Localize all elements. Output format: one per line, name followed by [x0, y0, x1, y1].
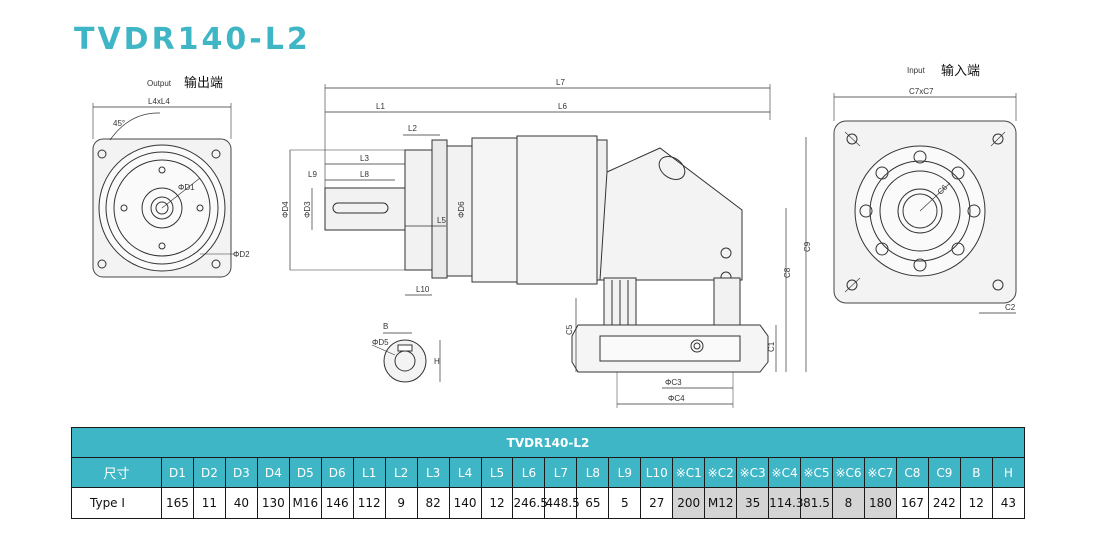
value-cell: 12 — [480, 487, 514, 519]
technical-drawing: Output 输出端 Input 输入端 L4xL4 45° ΦD1 ΦD2 L… — [92, 63, 1017, 408]
header-cell: D6 — [320, 457, 354, 488]
dim-l7: L7 — [556, 78, 565, 87]
dim-c9: C9 — [803, 241, 812, 252]
value-cell: 82 — [416, 487, 450, 519]
header-cell: ※C4 — [768, 457, 802, 488]
header-cell: L1 — [352, 457, 386, 488]
header-cell: D2 — [192, 457, 226, 488]
dim-d6: ΦD6 — [457, 201, 466, 218]
input-label-en: Input — [907, 66, 926, 75]
header-cell: ※C6 — [832, 457, 865, 488]
spec-table-title-row: TVDR140-L2 — [71, 427, 1025, 458]
dim-l2: L2 — [408, 124, 417, 133]
dim-b: B — [383, 322, 388, 331]
dim-l5: L5 — [437, 216, 446, 225]
header-cell: L4 — [448, 457, 482, 488]
value-cell: 11 — [192, 487, 226, 519]
value-cell: 140 — [448, 487, 482, 519]
value-cell: 27 — [640, 487, 674, 519]
header-cell: H — [991, 457, 1026, 488]
value-cell: 9 — [384, 487, 418, 519]
dim-l8: L8 — [360, 170, 369, 179]
dim-c3: ΦC3 — [665, 378, 682, 387]
value-cell: 165 — [161, 487, 194, 519]
header-cell: ※C3 — [736, 457, 770, 488]
header-cell: L5 — [480, 457, 514, 488]
dim-l1: L1 — [376, 102, 385, 111]
header-cell: L7 — [544, 457, 578, 488]
dim-l9: L9 — [308, 170, 317, 179]
dim-d1: ΦD1 — [178, 183, 195, 192]
header-cell: L6 — [512, 457, 546, 488]
input-label-cn: 输入端 — [941, 63, 980, 79]
header-cell: L9 — [608, 457, 642, 488]
header-cell: D4 — [256, 457, 290, 488]
value-cell: 65 — [576, 487, 610, 519]
dim-c5: C5 — [565, 324, 574, 335]
header-cell: B — [959, 457, 993, 488]
value-cell: 81.5 — [800, 487, 834, 519]
value-cell: 5 — [608, 487, 642, 519]
dim-d2: ΦD2 — [233, 250, 250, 259]
dim-l4xl4: L4xL4 — [148, 97, 170, 106]
dim-c8: C8 — [783, 267, 792, 278]
value-cell: M12 — [704, 487, 738, 519]
dim-c1: C1 — [767, 341, 776, 352]
header-cell: ※C5 — [800, 457, 834, 488]
dim-c4: ΦC4 — [668, 394, 685, 403]
spec-table-header-row: 尺寸 D1 D2 D3 D4 D5 D6 L1 L2 L3 L4 L5 L6 L… — [71, 457, 1026, 488]
value-cell: 146 — [320, 487, 354, 519]
dim-d3: ΦD3 — [303, 201, 312, 218]
header-cell: L8 — [576, 457, 610, 488]
dim-l10: L10 — [416, 285, 430, 294]
value-cell: 200 — [672, 487, 706, 519]
dim-l6: L6 — [558, 102, 567, 111]
header-cell: ※C2 — [704, 457, 738, 488]
value-cell: 448.5 — [544, 487, 580, 519]
output-label-cn: 输出端 — [184, 75, 223, 91]
header-cell: ※C7 — [863, 457, 897, 488]
dim-c2: C2 — [1005, 303, 1016, 312]
dim-c7xc7: C7xC7 — [909, 87, 934, 96]
value-cell: 167 — [895, 487, 929, 519]
header-cell: C8 — [895, 457, 929, 488]
value-cell: 35 — [736, 487, 770, 519]
header-cell: L3 — [416, 457, 450, 488]
dim-d5: ΦD5 — [372, 338, 389, 347]
spec-table-row: Type Ⅰ 165 11 40 130 M16 146 112 9 82 14… — [71, 487, 1026, 519]
header-cell: D5 — [288, 457, 322, 488]
spec-table-title: TVDR140-L2 — [71, 427, 1025, 458]
value-cell: 12 — [959, 487, 993, 519]
value-cell: 114.3 — [768, 487, 803, 519]
page-title: TVDR140-L2 — [74, 22, 311, 57]
header-cell: C9 — [927, 457, 961, 488]
value-cell: 180 — [863, 487, 897, 519]
header-cell: L10 — [640, 457, 674, 488]
value-cell: 130 — [256, 487, 290, 519]
value-cell: M16 — [288, 487, 322, 519]
value-cell: 43 — [991, 487, 1026, 519]
header-cell: D3 — [224, 457, 258, 488]
value-cell: 246.5 — [512, 487, 548, 519]
value-cell: 112 — [352, 487, 386, 519]
side-view — [289, 84, 807, 408]
dim-d4: ΦD4 — [281, 201, 290, 218]
header-cell: ※C1 — [672, 457, 706, 488]
spec-table: TVDR140-L2 尺寸 D1 D2 D3 D4 D5 D6 L1 L2 L3… — [71, 427, 1026, 519]
output-view — [92, 103, 235, 278]
value-cell: 242 — [927, 487, 961, 519]
shaft-section — [371, 332, 441, 383]
header-cell: 尺寸 — [71, 457, 162, 488]
dim-l3: L3 — [360, 154, 369, 163]
dim-h: H — [434, 357, 440, 366]
value-cell: Type Ⅰ — [71, 487, 162, 519]
value-cell: 8 — [832, 487, 865, 519]
input-view — [833, 93, 1017, 314]
header-cell: D1 — [161, 457, 194, 488]
value-cell: 40 — [224, 487, 258, 519]
dim-angle: 45° — [113, 119, 125, 128]
output-label-en: Output — [147, 79, 172, 88]
header-cell: L2 — [384, 457, 418, 488]
